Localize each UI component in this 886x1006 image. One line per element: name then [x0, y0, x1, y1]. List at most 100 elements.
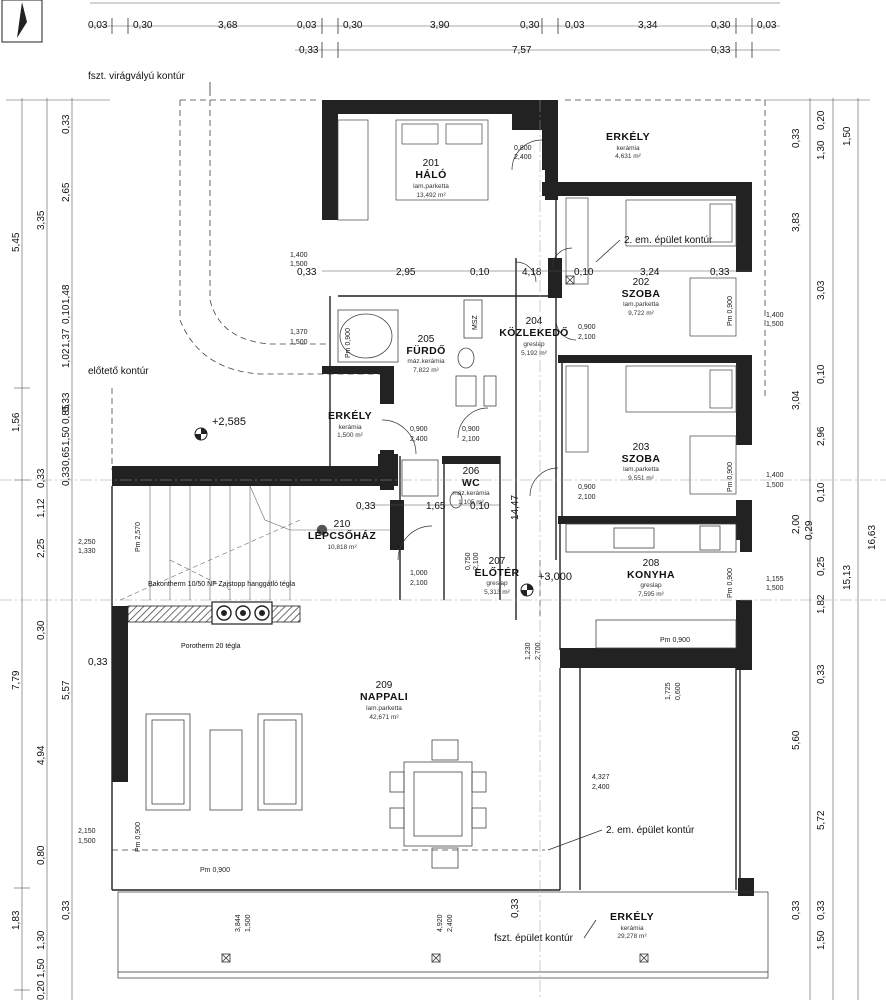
dim-top-1: 0,03: [88, 20, 108, 31]
parapet-8: Pm 0,900: [135, 822, 142, 852]
dim-right-4: 3,83: [791, 212, 802, 232]
opening-10-w: 0,900: [410, 426, 428, 433]
room-205-area: 7,822 m²: [413, 367, 439, 374]
room-207-num: 207: [489, 556, 506, 567]
opening-12-w: 0,900: [578, 324, 596, 331]
dim-right-5: 3,03: [816, 280, 827, 300]
opening-1-w: 1,400: [290, 252, 308, 259]
dim-right-6: 0,10: [816, 364, 827, 384]
dim-left-b9: 1,50: [36, 958, 47, 978]
balcony-3-area: 29,278 m²: [617, 933, 647, 940]
dim-left-c11: 0,33: [61, 466, 72, 486]
balcony-2-floor: kerámia: [338, 424, 362, 431]
room-210-name: LÉPCSŐHÁZ: [308, 529, 377, 542]
room-201-floor: lam.parketta: [413, 183, 449, 190]
opening-11-w: 0,900: [462, 426, 480, 433]
room-208-name: KONYHA: [627, 569, 675, 581]
opening-15-w: 1,230: [525, 642, 532, 660]
room-202-floor: lam.parketta: [623, 301, 659, 308]
room-204-name: KÖZLEKEDŐ: [499, 326, 569, 339]
opening-17-h: 1,500: [245, 914, 252, 932]
balcony-1-name: ERKÉLY: [606, 130, 650, 143]
dim-in-2: 2,95: [396, 267, 416, 278]
room-209-num: 209: [376, 680, 393, 691]
opening-8-h: 2,400: [592, 784, 610, 791]
inner-dim-texts: 0,33 2,95 0,10 4,18 0,10 3,24 0,33 0,33 …: [88, 267, 730, 918]
balcony-3-name: ERKÉLY: [610, 910, 654, 923]
dim-top-4: 0,03: [297, 20, 317, 31]
dim-left-b8: 1,30: [36, 930, 47, 950]
balcony-1-area: 4,631 m²: [615, 153, 641, 160]
dim-top-2: 0,30: [133, 20, 153, 31]
room-205-floor: máz.kerámia: [407, 358, 445, 365]
dim-in-4: 4,18: [522, 267, 542, 278]
dim-in-8: 0,33: [356, 501, 376, 512]
dim-in-7: 0,33: [710, 267, 730, 278]
dim-left-b7: 0,80: [36, 845, 47, 865]
bath-fixtures: [401, 299, 497, 509]
parapet-6: Pm 0,900: [200, 867, 230, 874]
bed-201: [337, 119, 489, 221]
opening-3-h: 1,500: [766, 321, 784, 328]
opening-17-w: 3,844: [235, 914, 242, 932]
balcony-2-area: 1,500 m²: [337, 432, 363, 439]
label-msz: MSZ: [472, 315, 479, 331]
room-210: 210 LÉPCSŐHÁZ 10,818 m²: [308, 519, 377, 551]
chimney-vents: [211, 601, 273, 625]
room-207-name: ELŐTÉR: [475, 566, 520, 579]
room-206-name: WC: [462, 477, 480, 489]
room-209-area: 42,671 m²: [369, 714, 399, 721]
dim-right-10: 0,29: [804, 520, 815, 540]
level-marker-icon: [194, 427, 208, 441]
dim-right-13: 1,82: [816, 594, 827, 614]
label-em-kontur-1: 2. em. épület kontúr: [624, 235, 713, 246]
balcony-1: ERKÉLY kerámia 4,631 m²: [606, 130, 650, 160]
opening-5-h: 1,330: [78, 548, 96, 555]
dim-right-15: 5,60: [791, 730, 802, 750]
dim-in-10: 0,10: [470, 501, 490, 512]
room-208: 208 KONYHA greslap 7,595 m²: [627, 558, 675, 598]
dim-right-7: 3,04: [791, 390, 802, 410]
right-dimension-lines: [764, 98, 870, 1000]
level-2585: +2,585: [212, 416, 246, 428]
dim-right-1: 0,33: [791, 128, 802, 148]
opening-10-h: 2,400: [410, 436, 428, 443]
label-eloteto: előtető kontúr: [88, 366, 149, 377]
parapet-4: Pm 0,900: [727, 568, 734, 598]
bed-203: [565, 365, 737, 495]
label-bakontherm: Bakontherm 10/50 NF Zajstopp hanggátló t…: [148, 581, 295, 588]
dim-in-11: 0,33: [88, 657, 108, 668]
bathtub: [337, 309, 399, 363]
dim-left-b6: 4,94: [36, 745, 47, 765]
balcony-2-name: ERKÉLY: [328, 409, 372, 422]
dim-left-c3: 1,48: [61, 284, 72, 304]
drain-marks: [221, 275, 649, 963]
parapet-7: Pm 2,570: [135, 522, 142, 552]
room-202-num: 202: [633, 277, 650, 288]
door-swings: [381, 139, 577, 561]
label-viragvalyu: fszt. virágvályú kontúr: [88, 71, 185, 82]
room-203-floor: lam.parketta: [623, 466, 659, 473]
room-206-area: 1,105 m²: [458, 499, 484, 506]
dim-left-c13: 0,33: [61, 900, 72, 920]
dim-in-13: 0,33: [510, 898, 521, 918]
dim-right-17: 0,33: [816, 900, 827, 920]
room-205-name: FÜRDŐ: [406, 344, 445, 357]
parapet-5: Pm 0,900: [660, 637, 690, 644]
dim-right-9: 0,10: [816, 482, 827, 502]
opening-14-w: 1,000: [410, 570, 428, 577]
room-206: 206 WC máz.kerámia 1,105 m²: [452, 466, 490, 506]
opening-2-w: 1,370: [290, 329, 308, 336]
opening-5-w: 2,250: [78, 539, 96, 546]
label-fszt-epulet: fszt. épület kontúr: [494, 933, 574, 944]
opening-11-h: 2,100: [462, 436, 480, 443]
dim-left-b3: 1,12: [36, 498, 47, 518]
dim-left-c5: 1,37: [61, 328, 72, 348]
dim-left-a1: 5,45: [11, 232, 22, 252]
right-dim-texts: 0,33 0,20 1,30 3,83 3,03 0,10 3,04 2,96 …: [791, 110, 878, 950]
dim-left-c2: 2,65: [61, 182, 72, 202]
dim-right-16: 5,72: [816, 810, 827, 830]
kitchen-counter: [565, 523, 737, 649]
parapet-labels: Pm 0,900 Pm 0,900 Pm 0,900 Pm 0,900 Pm 0…: [135, 296, 734, 874]
dim-left-c1: 0,33: [61, 114, 72, 134]
